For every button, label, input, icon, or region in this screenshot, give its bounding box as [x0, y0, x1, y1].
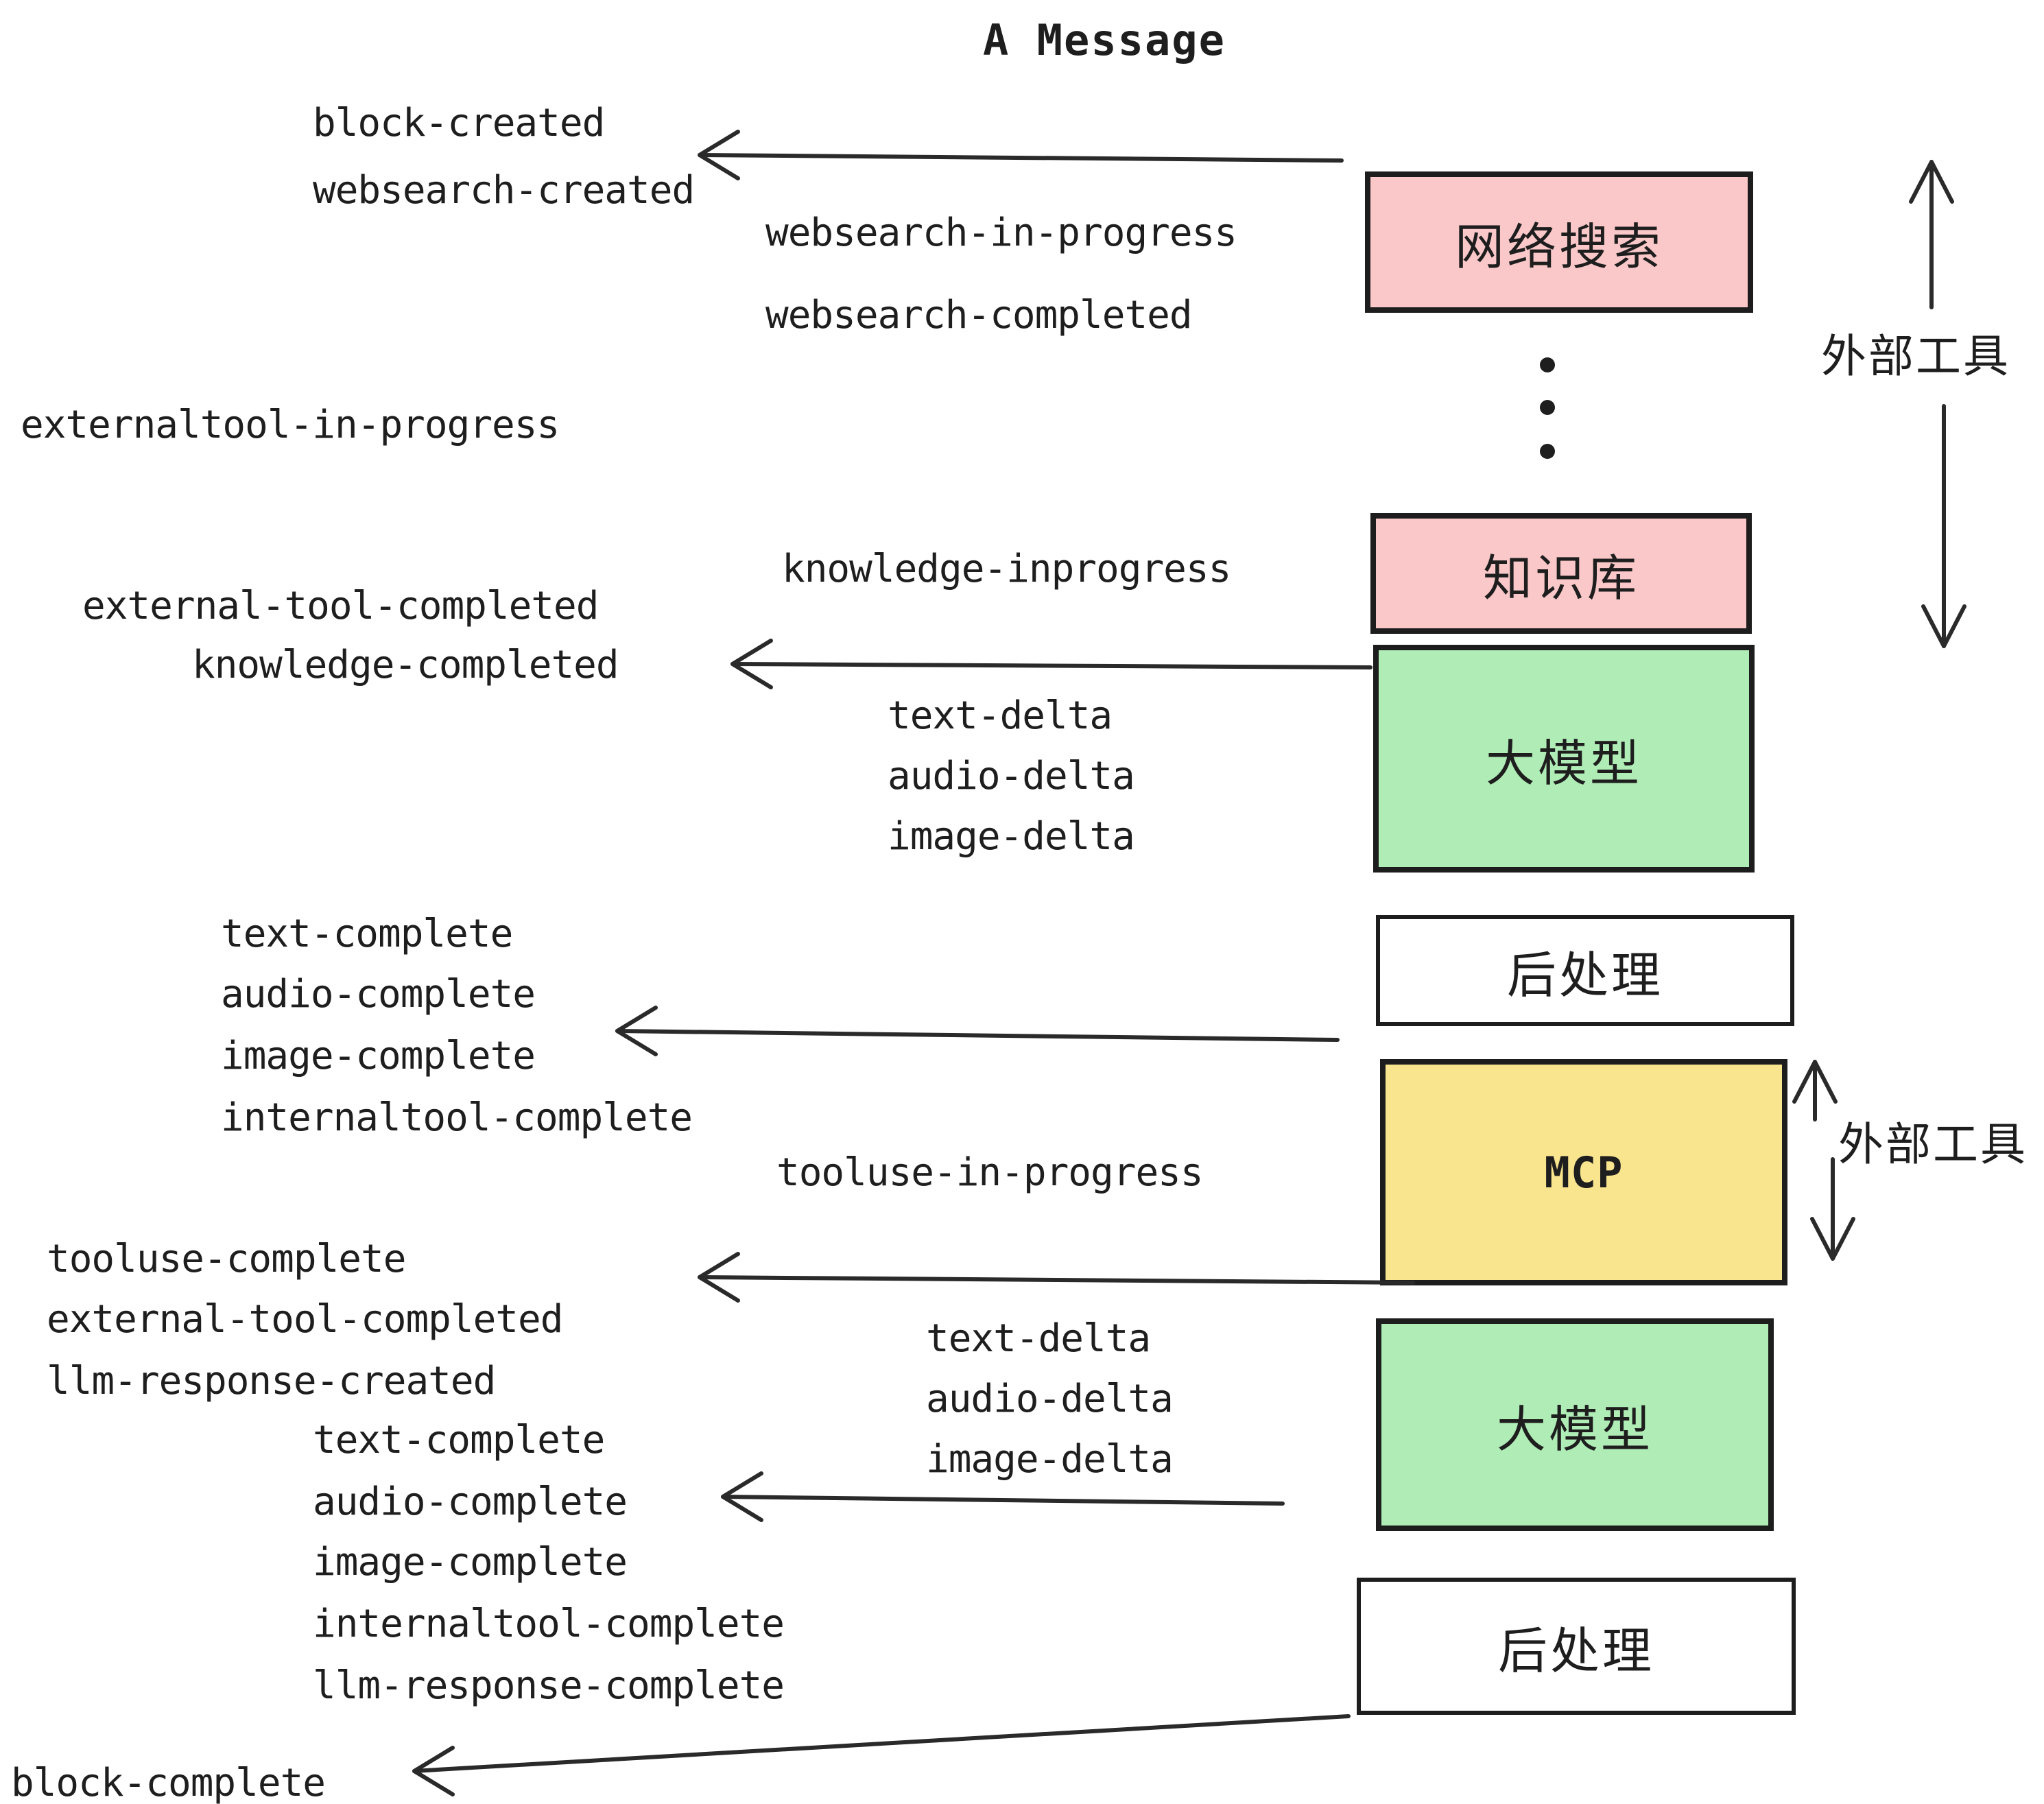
box-llm-2: 大模型	[1376, 1318, 1774, 1531]
event-label-external-tool-completed-6: external-tool-completed	[82, 584, 599, 628]
ellipsis-dot-3	[1540, 444, 1555, 459]
external-tools-up-arrow-2-head	[1792, 1060, 1838, 1104]
external-tools-down-arrow-1-head	[1921, 604, 1966, 648]
box-label-knowledge: 知识库	[1482, 549, 1639, 607]
box-mcp: MCP	[1380, 1059, 1787, 1285]
event-label-audio-delta-20: audio-delta	[926, 1377, 1174, 1421]
event-label-internaltool-complete-14: internaltool-complete	[221, 1095, 693, 1140]
arrow-to-websearch-created-head	[698, 130, 740, 180]
external-tools-up-arrow-1-head	[1909, 160, 1954, 204]
box-websearch: 网络搜索	[1365, 171, 1753, 313]
arrow-to-websearch-created-shaft	[698, 153, 1344, 163]
external-tools-label-1: 外部工具	[1821, 330, 2010, 383]
diagram-title: A Message	[983, 15, 1226, 65]
ellipsis-dot-1	[1540, 357, 1555, 372]
ellipsis-dot-2	[1540, 400, 1555, 415]
box-label-llm-1: 大模型	[1485, 734, 1642, 792]
box-postprocess-1: 后处理	[1376, 915, 1794, 1026]
event-label-websearch-created-1: websearch-created	[313, 168, 695, 213]
event-label-internaltool-complete-25: internaltool-complete	[313, 1602, 785, 1646]
event-label-image-delta-21: image-delta	[926, 1437, 1174, 1482]
arrow-to-audio-complete-head	[721, 1471, 763, 1522]
arrow-to-block-complete-shaft	[412, 1714, 1351, 1773]
event-label-tooluse-complete-16: tooluse-complete	[47, 1237, 406, 1281]
event-label-image-complete-24: image-complete	[313, 1540, 628, 1585]
event-label-audio-complete-12: audio-complete	[221, 972, 536, 1017]
arrow-to-image-complete-shaft	[615, 1029, 1340, 1042]
external-tools-down-arrow-2-head	[1810, 1217, 1855, 1261]
event-label-websearch-completed-3: websearch-completed	[765, 293, 1193, 337]
event-label-external-tool-completed-17: external-tool-completed	[47, 1297, 563, 1342]
event-label-image-delta-10: image-delta	[888, 814, 1135, 859]
event-label-audio-complete-23: audio-complete	[313, 1480, 628, 1524]
event-label-text-complete-22: text-complete	[313, 1418, 605, 1462]
event-label-llm-response-created-18: llm-response-created	[47, 1359, 496, 1403]
arrow-to-knowledge-completed-shaft	[730, 662, 1372, 669]
event-label-text-complete-11: text-complete	[221, 912, 513, 956]
event-label-text-delta-8: text-delta	[888, 693, 1113, 738]
arrow-to-block-complete-head	[412, 1746, 455, 1796]
arrow-to-external-tool-completed-shaft	[698, 1275, 1415, 1285]
event-label-websearch-in-progress-2: websearch-in-progress	[765, 211, 1237, 255]
event-label-audio-delta-9: audio-delta	[888, 754, 1135, 798]
event-label-tooluse-in-progress-15: tooluse-in-progress	[776, 1150, 1204, 1195]
event-label-block-complete-27: block-complete	[11, 1761, 326, 1804]
arrow-to-knowledge-completed-head	[730, 639, 773, 689]
arrow-to-image-complete-head	[615, 1006, 658, 1056]
box-label-websearch: 网络搜索	[1454, 217, 1663, 276]
event-label-externaltool-in-progress-4: externaltool-in-progress	[21, 403, 560, 447]
box-llm-1: 大模型	[1373, 645, 1755, 873]
box-postprocess-2: 后处理	[1357, 1578, 1796, 1715]
arrow-to-audio-complete-shaft	[721, 1495, 1285, 1506]
arrow-to-external-tool-completed-head	[698, 1252, 740, 1303]
box-knowledge: 知识库	[1370, 513, 1752, 634]
event-label-text-delta-19: text-delta	[926, 1316, 1151, 1361]
external-tools-label-2: 外部工具	[1838, 1118, 2028, 1171]
box-label-postprocess-2: 后处理	[1497, 1622, 1654, 1680]
event-label-image-complete-13: image-complete	[221, 1034, 536, 1078]
box-label-mcp: MCP	[1544, 1147, 1624, 1198]
box-label-postprocess-1: 后处理	[1506, 946, 1663, 1004]
event-label-knowledge-inprogress-5: knowledge-inprogress	[782, 547, 1231, 591]
event-label-block-created-0: block-created	[313, 101, 605, 145]
box-label-llm-2: 大模型	[1496, 1400, 1653, 1458]
event-label-knowledge-completed-7: knowledge-completed	[192, 643, 619, 687]
event-label-llm-response-complete-26: llm-response-complete	[313, 1663, 785, 1708]
